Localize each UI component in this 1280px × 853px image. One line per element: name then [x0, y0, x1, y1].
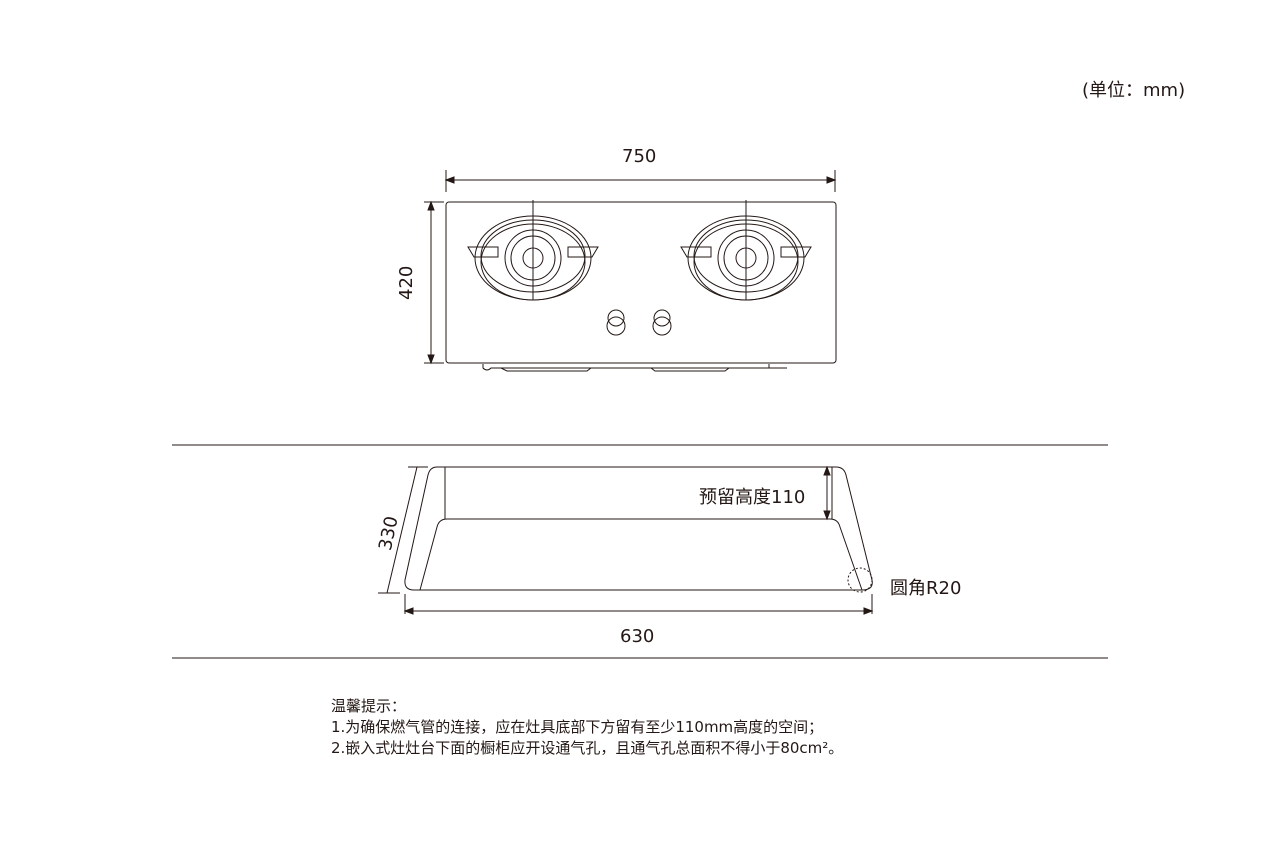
width-dimension-label: 750 [622, 146, 657, 167]
notes-title: 温馨提示： [331, 697, 407, 715]
burner-left [467, 200, 599, 301]
cutout-diagram [378, 465, 874, 615]
notes: 温馨提示： 1.为确保燃气管的连接，应在灶具底部下方留有至少110mm高度的空间… [331, 696, 843, 759]
depth-dimension-label: 420 [396, 265, 417, 300]
corner-radius-marker [847, 567, 873, 593]
unit-label: (单位：mm) [1082, 80, 1186, 101]
cooktop-top-view [424, 170, 837, 372]
cooktop-panel [445, 201, 837, 364]
cutout-width-label: 630 [620, 626, 655, 647]
reserve-height-label: 预留高度110 [699, 487, 806, 508]
corner-radius-label: 圆角R20 [890, 578, 962, 599]
control-knobs [606, 309, 672, 336]
note-item: 2.嵌入式灶灶台下面的橱柜应开设通气孔，且通气孔总面积不得小于80cm²。 [331, 739, 844, 757]
burner-right [680, 200, 812, 301]
note-item: 1.为确保燃气管的连接，应在灶具底部下方留有至少110mm高度的空间； [331, 718, 824, 736]
